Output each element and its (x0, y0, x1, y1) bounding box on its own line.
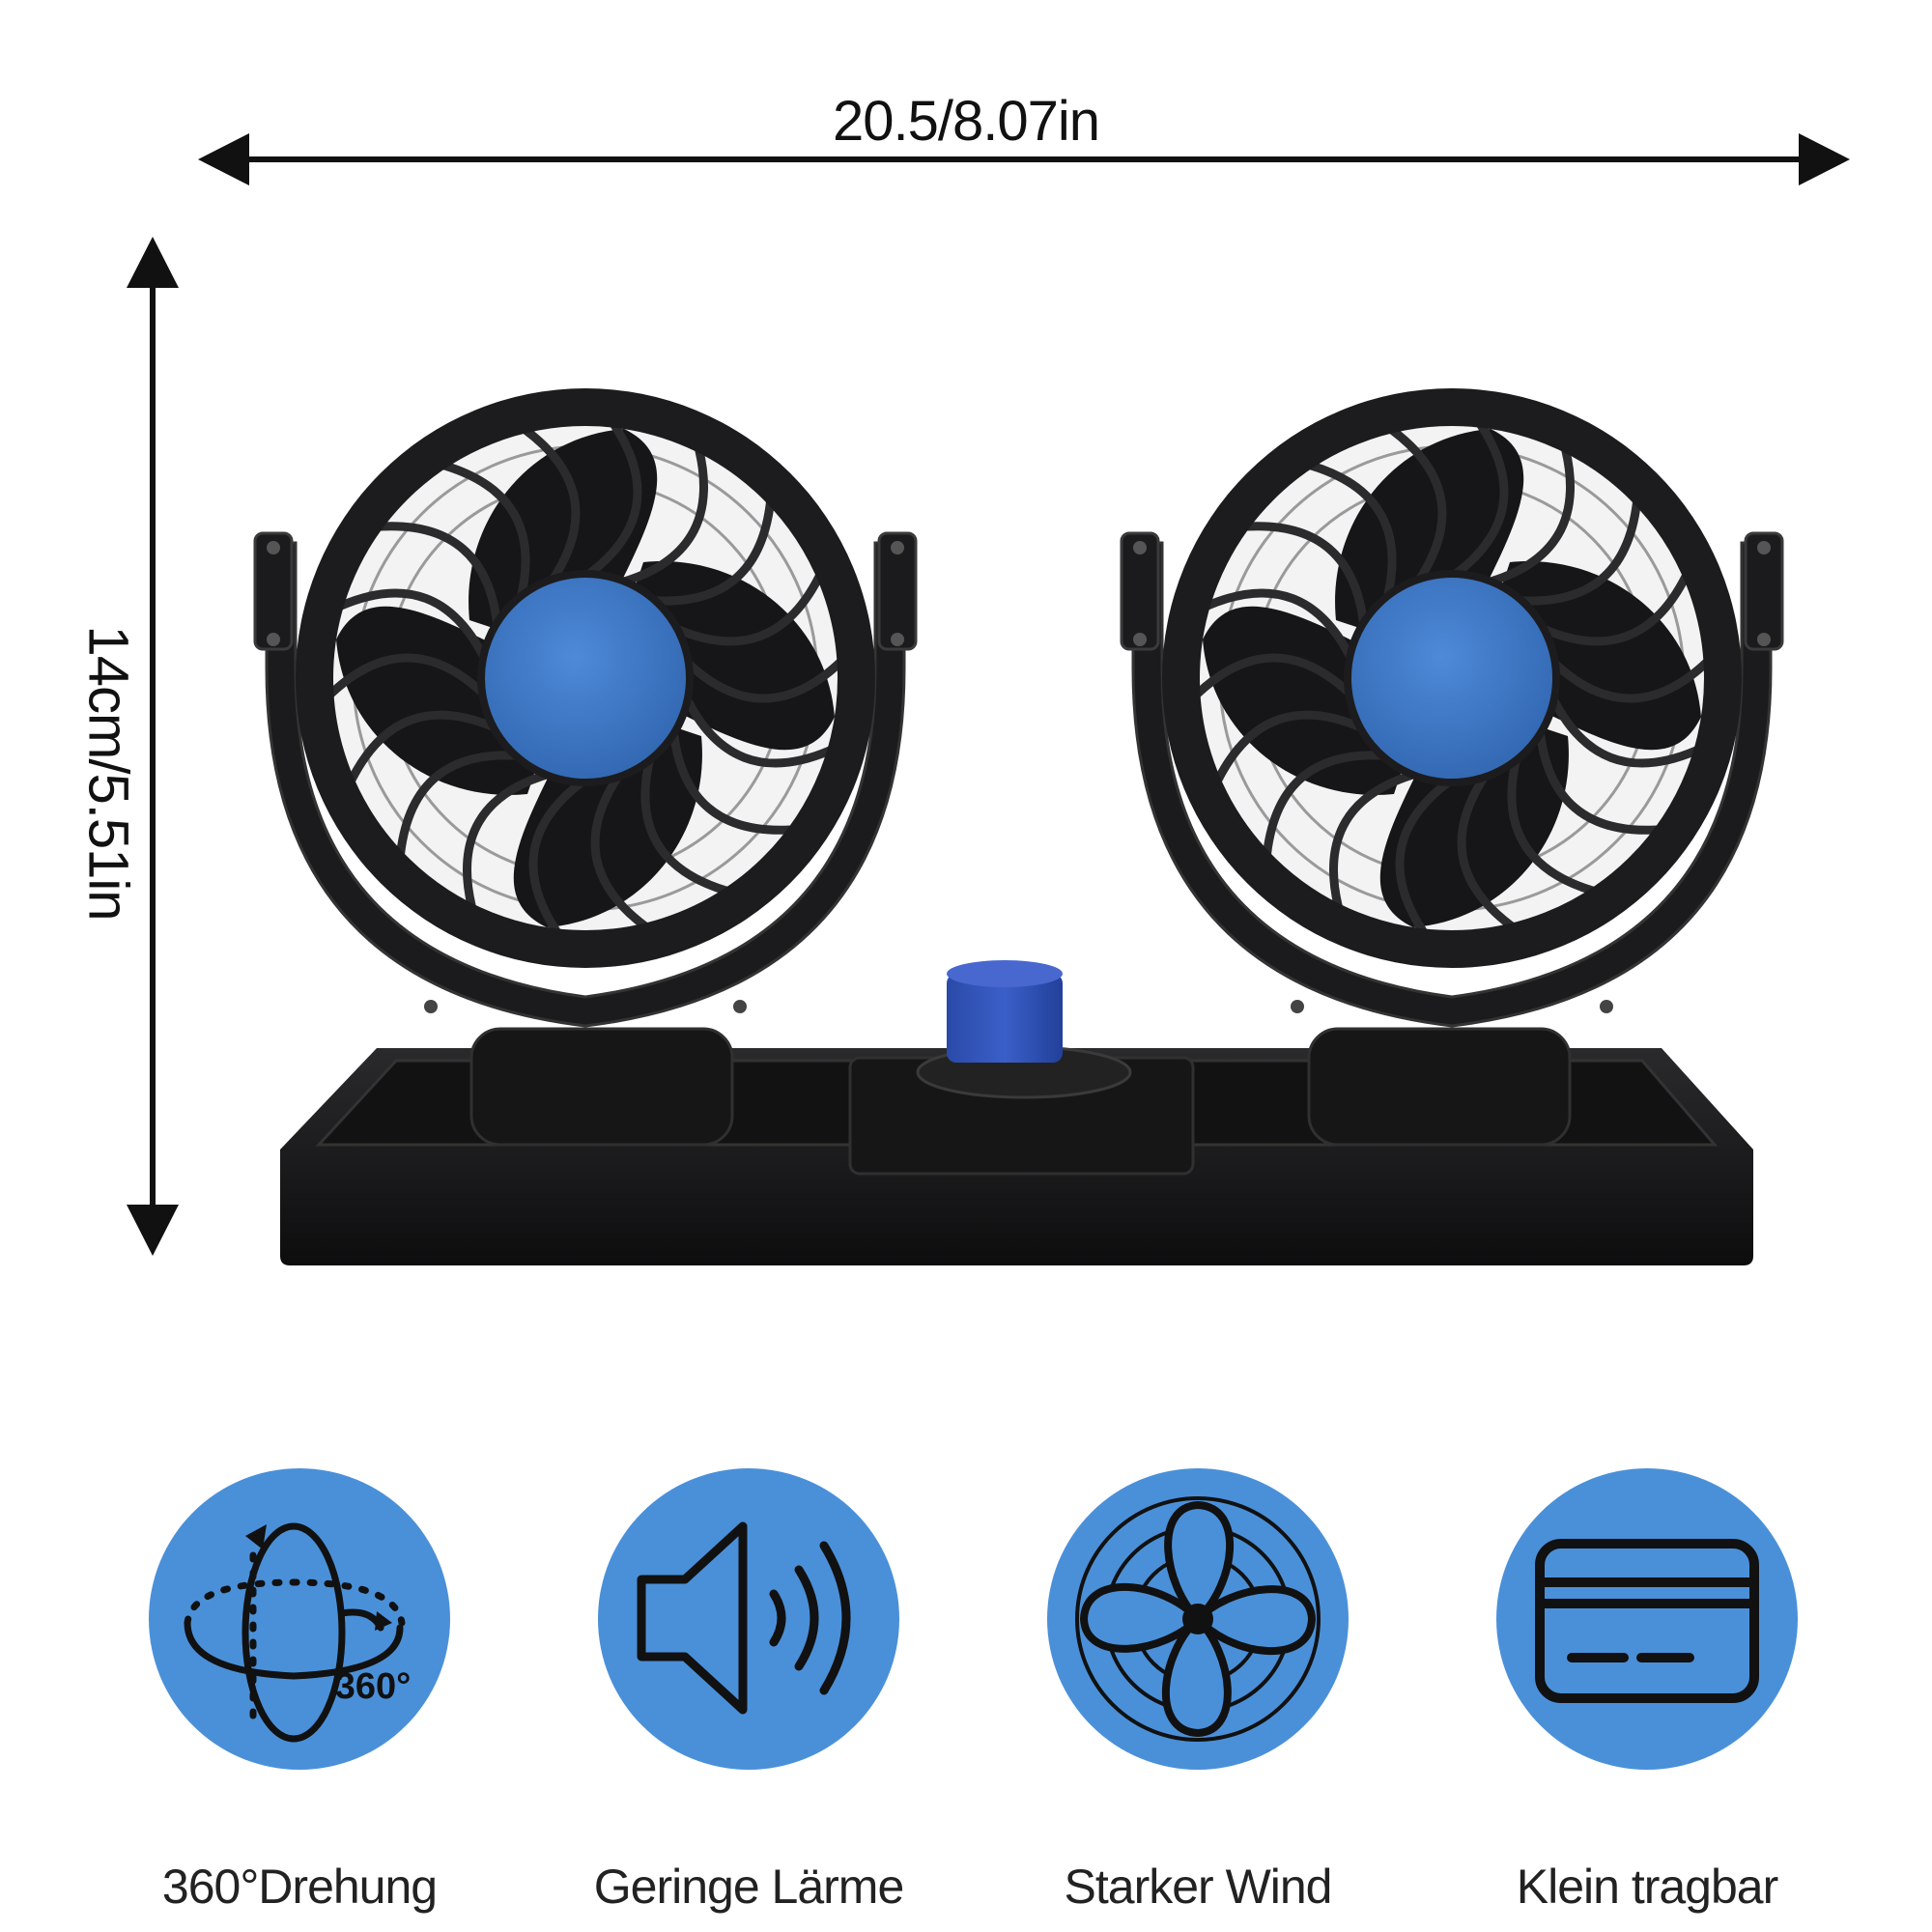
feature-circle: 360° (149, 1468, 450, 1770)
feature-label: Geringe Lärme (593, 1860, 905, 1914)
dual-car-fan-product-image (127, 133, 1850, 1265)
feature-label: 360°Drehung (161, 1860, 438, 1914)
fan-base (280, 1027, 1753, 1265)
right-fan-head (1122, 388, 1782, 1026)
left-fan-head (255, 388, 916, 1026)
card-icon (1535, 1539, 1759, 1703)
feature-circle (598, 1468, 899, 1770)
speaker-icon (637, 1521, 851, 1715)
feature-label: Klein tragbar (1516, 1860, 1779, 1914)
feature-low-noise: Geringe Lärme (565, 1468, 932, 1915)
speed-control-knob[interactable] (947, 960, 1063, 1063)
feature-strong-wind: Starker Wind (1014, 1468, 1381, 1915)
fan-icon (1075, 1496, 1321, 1742)
feature-label: Starker Wind (1064, 1860, 1333, 1914)
height-dimension-arrow (127, 237, 179, 1256)
feature-circle (1047, 1468, 1349, 1770)
svg-text:360°: 360° (335, 1666, 412, 1707)
feature-circle (1496, 1468, 1798, 1770)
rotate-360-icon: 360° (184, 1522, 412, 1743)
feature-portable: Klein tragbar (1463, 1468, 1831, 1915)
feature-360-rotation: 360° 360°Drehung (116, 1468, 483, 1915)
width-dimension-label: 20.5/8.07in (832, 90, 1100, 153)
width-dimension-arrow (198, 133, 1850, 185)
